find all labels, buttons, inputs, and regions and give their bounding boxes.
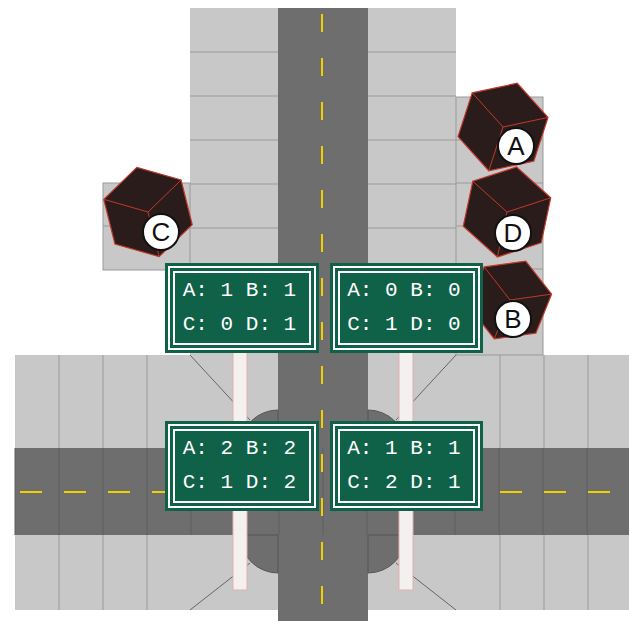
sign-text: A: 0 B: 0 C: 1 D: 0 bbox=[347, 274, 465, 342]
road-sign: A: 1 B: 1 C: 2 D: 1 bbox=[333, 424, 480, 508]
paving-tiles bbox=[15, 52, 588, 610]
building-letter: C bbox=[152, 219, 171, 245]
sign-text: A: 2 B: 2 C: 1 D: 2 bbox=[183, 432, 301, 500]
center-line bbox=[321, 14, 323, 621]
building-cube bbox=[468, 261, 551, 339]
building-letter: B bbox=[504, 306, 521, 332]
building-cube bbox=[104, 167, 192, 256]
building-cube bbox=[458, 83, 548, 170]
building-letter: D bbox=[504, 220, 523, 246]
building-cube bbox=[463, 167, 550, 257]
building-letter: A bbox=[507, 133, 524, 159]
sign-text: A: 1 B: 1 C: 0 D: 1 bbox=[183, 274, 301, 342]
building-tag: A bbox=[497, 127, 535, 165]
road-sign: A: 1 B: 1 C: 0 D: 1 bbox=[168, 266, 316, 350]
road-sign: A: 0 B: 0 C: 1 D: 0 bbox=[333, 266, 480, 350]
ground bbox=[15, 8, 629, 621]
sign-text: A: 1 B: 1 C: 2 D: 1 bbox=[347, 432, 465, 500]
building-tag: C bbox=[142, 213, 180, 251]
building-tag: D bbox=[494, 214, 532, 252]
building-tag: B bbox=[494, 300, 532, 338]
road-sign: A: 2 B: 2 C: 1 D: 2 bbox=[168, 424, 316, 508]
